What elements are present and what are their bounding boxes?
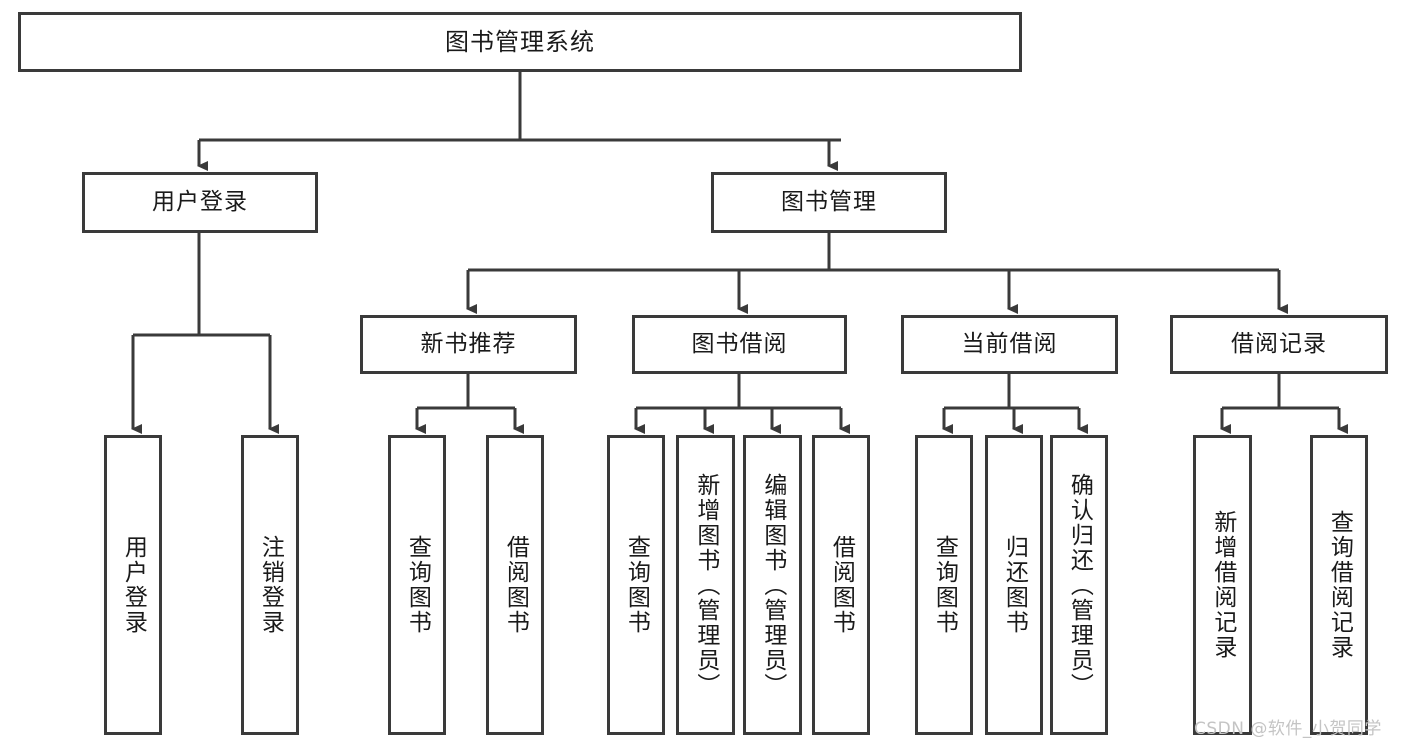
leaf-label: 查询借阅记录 [1326, 510, 1353, 660]
leaf-borrow-record-2[interactable]: 查询借阅记录 [1310, 435, 1368, 735]
leaf-current-borrow-2[interactable]: 归还图书 [985, 435, 1043, 735]
node-book-borrow-label: 图书借阅 [691, 330, 788, 357]
node-user-login-label: 用户登录 [152, 188, 248, 215]
leaf-user-login-1[interactable]: 用户登录 [104, 435, 162, 735]
leaf-new-book-2[interactable]: 借阅图书 [486, 435, 544, 735]
leaf-label: 新增借阅记录 [1209, 510, 1236, 660]
node-book-manage[interactable]: 图书管理 [711, 172, 947, 233]
leaf-label: 查询图书 [623, 535, 650, 635]
leaf-book-borrow-1[interactable]: 查询图书 [607, 435, 665, 735]
leaf-label: 归还图书 [1001, 535, 1028, 635]
node-current-borrow-label: 当前借阅 [961, 330, 1058, 357]
leaf-current-borrow-3[interactable]: 确认归还（管理员） [1050, 435, 1108, 735]
node-book-manage-label: 图书管理 [781, 188, 877, 215]
leaf-label: 用户登录 [120, 535, 147, 635]
leaf-book-borrow-4[interactable]: 借阅图书 [812, 435, 870, 735]
node-root[interactable]: 图书管理系统 [18, 12, 1022, 72]
leaf-book-borrow-2[interactable]: 新增图书（管理员） [676, 435, 735, 735]
node-book-borrow[interactable]: 图书借阅 [632, 315, 847, 374]
leaf-label: 确认归还（管理员） [1066, 472, 1093, 698]
leaf-current-borrow-1[interactable]: 查询图书 [915, 435, 973, 735]
leaf-label: 借阅图书 [502, 535, 529, 635]
leaf-borrow-record-1[interactable]: 新增借阅记录 [1193, 435, 1252, 735]
node-borrow-record[interactable]: 借阅记录 [1170, 315, 1388, 374]
leaf-book-borrow-3[interactable]: 编辑图书（管理员） [743, 435, 802, 735]
leaf-label: 借阅图书 [828, 535, 855, 635]
csdn-watermark: CSDN @软件_小贺同学 [1194, 719, 1382, 739]
leaf-label: 注销登录 [257, 535, 284, 635]
leaf-new-book-1[interactable]: 查询图书 [388, 435, 446, 735]
leaf-user-login-2[interactable]: 注销登录 [241, 435, 299, 735]
node-borrow-record-label: 借阅记录 [1231, 330, 1327, 357]
node-current-borrow[interactable]: 当前借阅 [901, 315, 1118, 374]
node-root-label: 图书管理系统 [445, 27, 595, 56]
leaf-label: 新增图书（管理员） [692, 472, 719, 698]
node-user-login[interactable]: 用户登录 [82, 172, 318, 233]
leaf-label: 查询图书 [404, 535, 431, 635]
node-new-book[interactable]: 新书推荐 [360, 315, 577, 374]
node-new-book-label: 新书推荐 [420, 330, 517, 357]
leaf-label: 编辑图书（管理员） [759, 472, 786, 698]
leaf-label: 查询图书 [931, 535, 958, 635]
